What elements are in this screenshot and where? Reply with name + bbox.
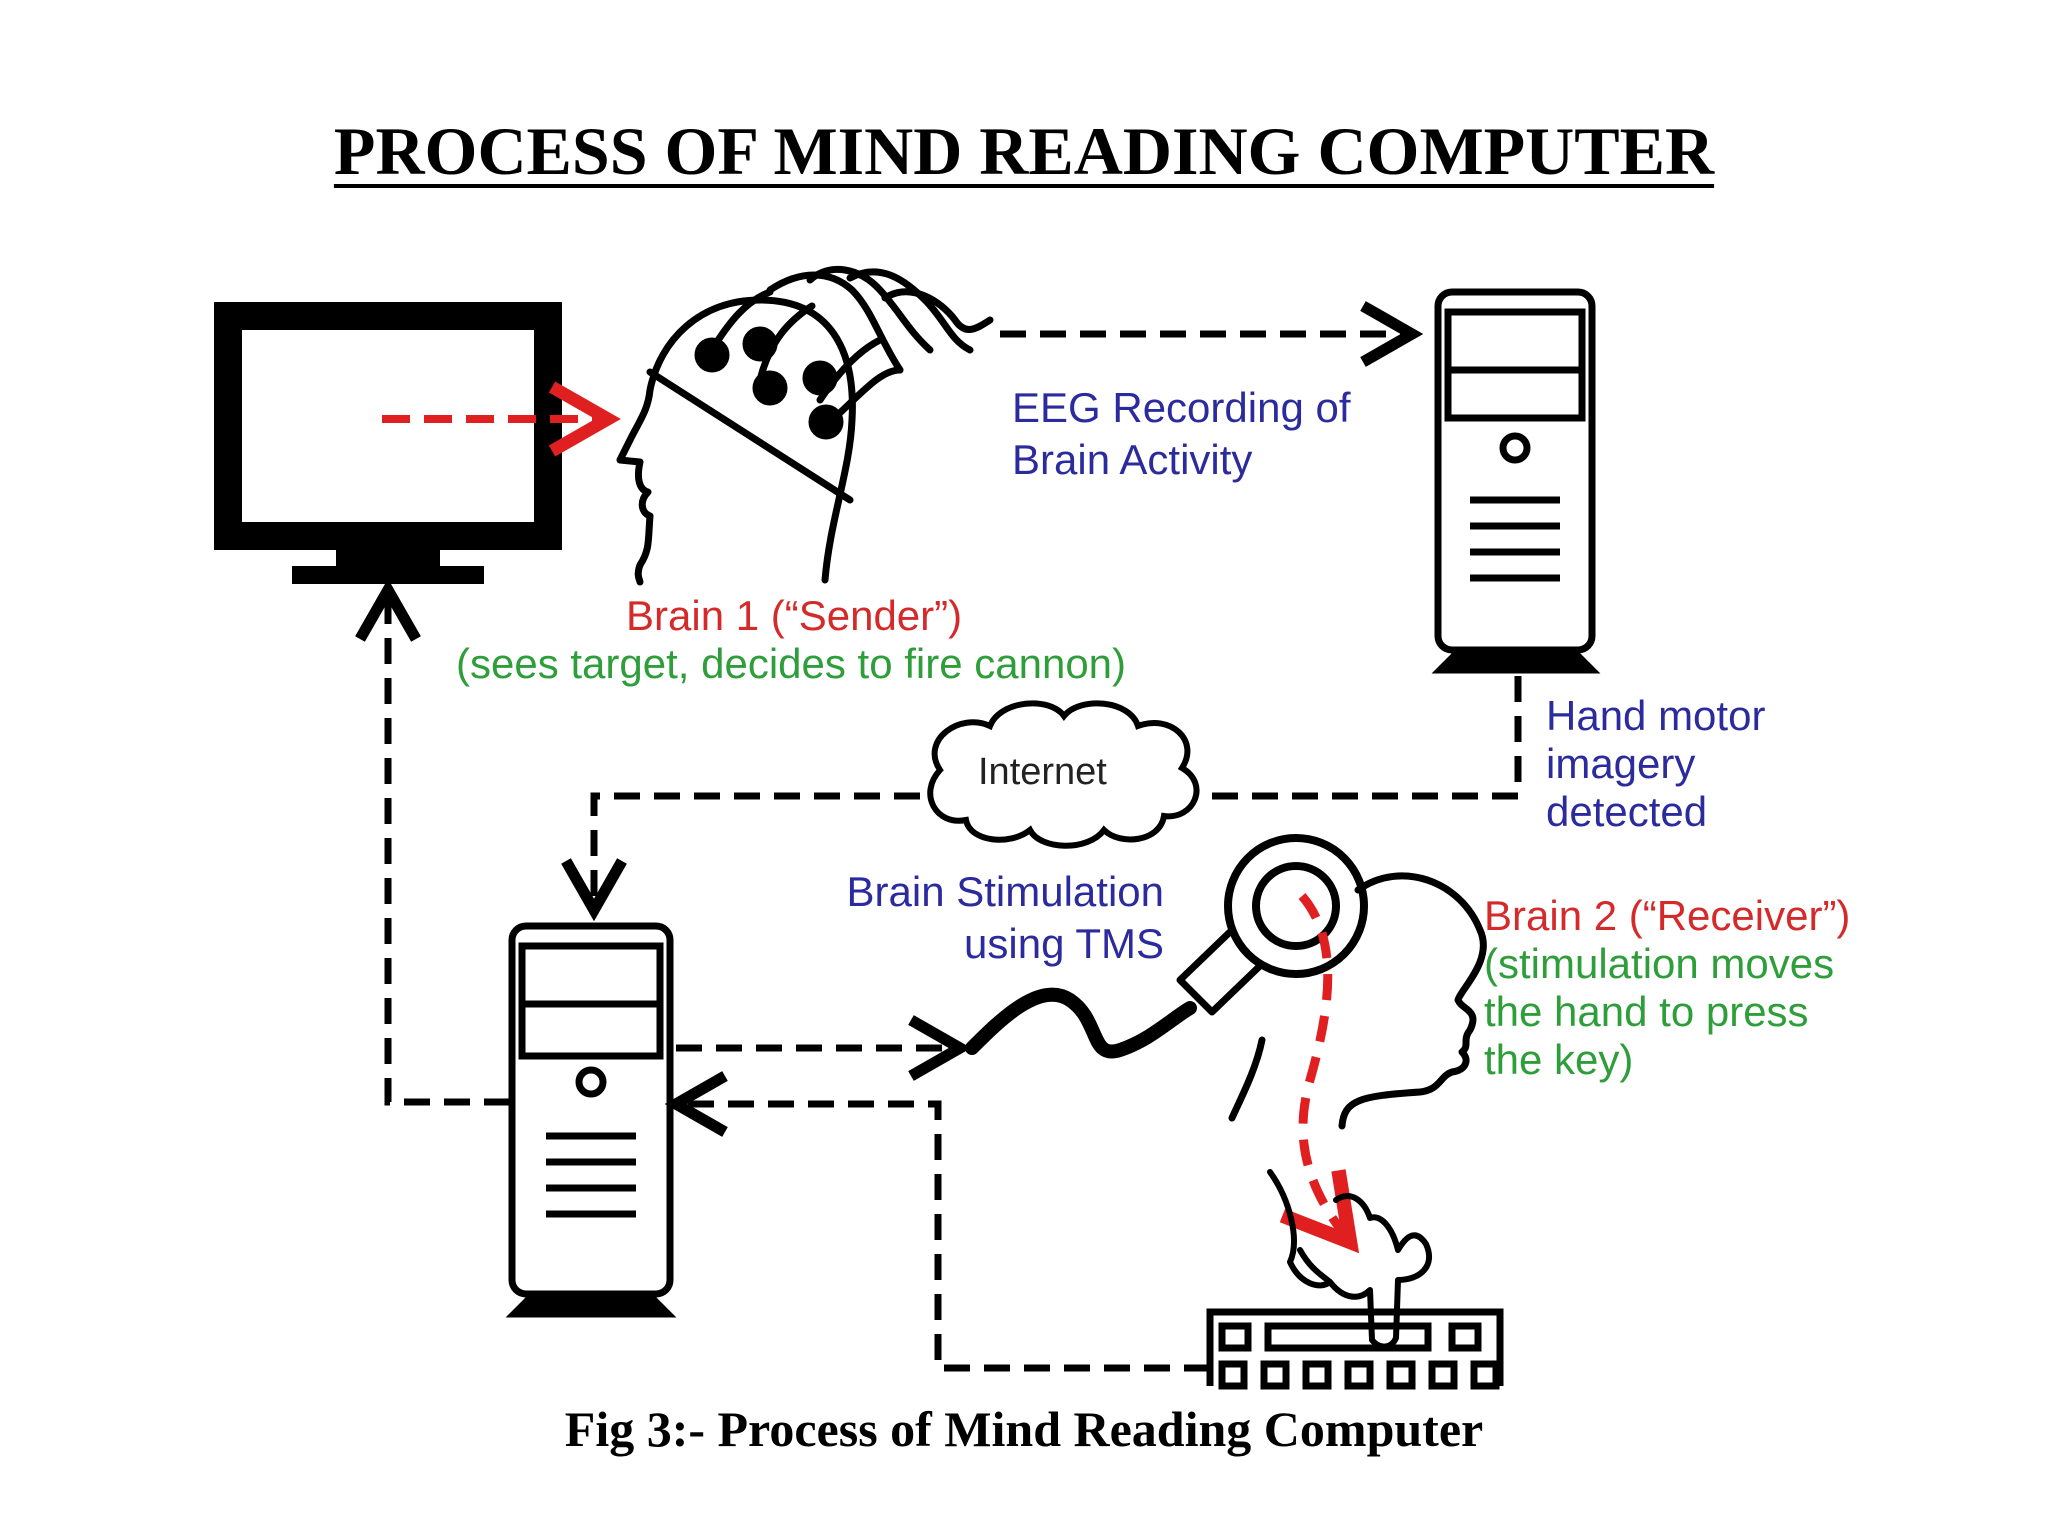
tms-coil-icon: [965, 834, 1368, 1059]
cloud-icon: [927, 700, 1200, 849]
brain2-description-line2: the hand to press: [1484, 988, 1809, 1035]
brain2-description-line3: the key): [1484, 1036, 1633, 1083]
feedback-to-monitor-line: [355, 578, 510, 1106]
tms-label-line2: using TMS: [964, 920, 1164, 967]
eeg-label-line1: EEG Recording of: [1012, 384, 1351, 431]
monitor-icon: [214, 302, 562, 584]
tms-label-line1: Brain Stimulation: [847, 868, 1164, 915]
page-title: PROCESS OF MIND READING COMPUTER: [333, 113, 1715, 189]
keyboard-feedback-line: [664, 1071, 1210, 1372]
computer-tower-icon: [505, 922, 677, 1318]
internet-label: Internet: [978, 751, 1107, 793]
brain1-title: Brain 1 (“Sender”): [626, 592, 962, 639]
computer-tower-icon: [1431, 288, 1601, 674]
brain2-description-line1: (stimulation moves: [1484, 940, 1834, 987]
brain1-description: (sees target, decides to fire cannon): [456, 640, 1126, 687]
eeg-label-line2: Brain Activity: [1012, 436, 1252, 483]
eeg-head-icon: [616, 265, 994, 586]
receiver-head-icon: [1228, 872, 1487, 1130]
hand-motor-line3: detected: [1546, 788, 1707, 835]
keyboard-icon: [1206, 1308, 1504, 1390]
hand-icon: [1267, 1169, 1433, 1350]
hand-motor-line2: imagery: [1546, 740, 1695, 787]
stimulation-path-arrow: [1279, 893, 1360, 1254]
internet-connection-line: [594, 676, 1522, 910]
hand-motor-line1: Hand motor: [1546, 692, 1765, 739]
figure-caption: Fig 3:- Process of Mind Reading Computer: [564, 1401, 1484, 1457]
brain2-title: Brain 2 (“Receiver”): [1484, 892, 1850, 939]
